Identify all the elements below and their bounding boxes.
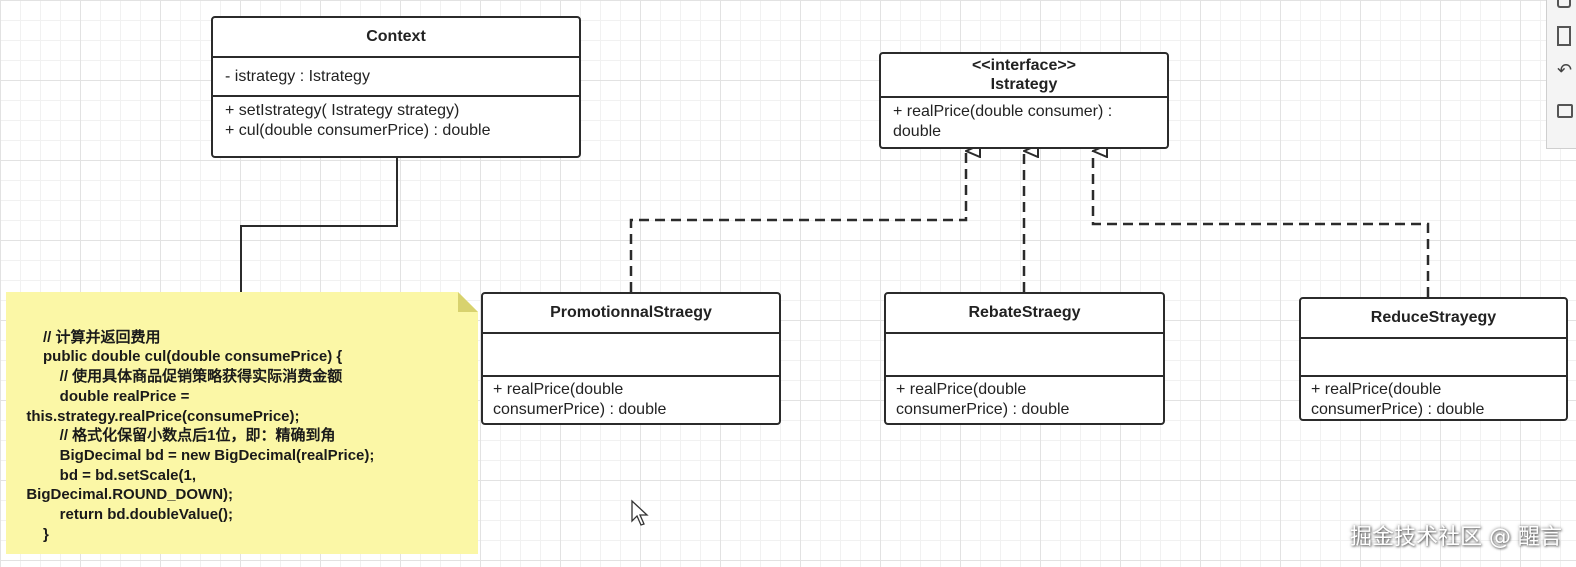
toolbar-tool-icon[interactable] <box>1557 0 1571 8</box>
class-rebate-strategy[interactable]: RebateStraegy + realPrice(double consume… <box>884 292 1165 425</box>
operation: double <box>893 123 942 140</box>
operation-compartment: + realPrice(double consumerPrice) : doub… <box>886 377 1163 423</box>
code-line: this.strategy.realPrice(consumePrice); <box>26 407 300 425</box>
operation: + realPrice(double <box>493 381 624 398</box>
code-line: // 格式化保留小数点后1位，即：精确到角 <box>26 427 336 445</box>
cursor-icon <box>631 499 649 526</box>
interface-istrategy[interactable]: <<interface>> Istrategy + realPrice(doub… <box>879 52 1169 149</box>
context-note-connector <box>240 158 398 292</box>
class-name: RebateStraegy <box>886 294 1163 334</box>
attribute: - istrategy : Istrategy <box>225 68 370 85</box>
note-code-text: // 计算并返回费用 public double cul(double cons… <box>18 308 374 544</box>
side-toolbar: ↶ <box>1546 0 1576 149</box>
realization-promotional <box>629 151 966 292</box>
interface-header: <<interface>> Istrategy <box>881 54 1167 98</box>
class-promotional-strategy[interactable]: PromotionnalStraegy + realPrice(double c… <box>481 292 781 425</box>
realization-reduce <box>1091 151 1430 297</box>
interface-name: Istrategy <box>990 76 1058 93</box>
attribute-compartment: - istrategy : Istrategy <box>213 58 579 97</box>
code-line: return bd.doubleValue(); <box>26 506 234 524</box>
code-line: // 计算并返回费用 <box>26 328 161 346</box>
attribute-compartment <box>1301 339 1566 377</box>
code-line: BigDecimal.ROUND_DOWN); <box>26 486 234 504</box>
attribute-compartment <box>886 334 1163 377</box>
operation: + realPrice(double consumer) : <box>893 103 1113 120</box>
operation: + realPrice(double <box>1311 381 1442 398</box>
operation: consumerPrice) : double <box>1311 401 1485 418</box>
class-name: ReduceStrayegy <box>1301 299 1566 339</box>
code-line: bd = bd.setScale(1, <box>26 466 196 484</box>
undo-icon[interactable]: ↶ <box>1557 60 1573 81</box>
class-reduce-strategy[interactable]: ReduceStrayegy + realPrice(double consum… <box>1299 297 1568 421</box>
code-line: public double cul(double consumePrice) { <box>26 348 343 366</box>
operation-compartment: + setIstrategy( Istrategy strategy) + cu… <box>213 97 579 145</box>
class-name: Context <box>213 18 579 58</box>
page-icon[interactable] <box>1557 26 1571 46</box>
class-name: PromotionnalStraegy <box>483 294 779 334</box>
code-note[interactable] <box>6 292 478 554</box>
code-line: double realPrice = <box>26 387 190 405</box>
code-line: // 使用具体商品促销策略获得实际消费金额 <box>26 368 343 386</box>
operation-compartment: + realPrice(double consumerPrice) : doub… <box>1301 377 1566 423</box>
operation: consumerPrice) : double <box>896 401 1070 418</box>
operation: + cul(double consumerPrice) : double <box>225 122 491 139</box>
code-line: } <box>26 525 49 543</box>
operation: consumerPrice) : double <box>493 401 667 418</box>
watermark: 掘金技术社区 @ 醒言 <box>1350 525 1562 550</box>
attribute-compartment <box>483 334 779 377</box>
operation: + realPrice(double <box>896 381 1027 398</box>
operation: + setIstrategy( Istrategy strategy) <box>225 102 460 119</box>
code-line: BigDecimal bd = new BigDecimal(realPrice… <box>26 446 375 464</box>
comment-icon[interactable] <box>1557 104 1573 118</box>
operation-compartment: + realPrice(double consumer) : double <box>881 98 1167 146</box>
operation-compartment: + realPrice(double consumerPrice) : doub… <box>483 377 779 423</box>
class-context[interactable]: Context - istrategy : Istrategy + setIst… <box>211 16 581 158</box>
stereotype-label: <<interface>> <box>971 57 1077 74</box>
